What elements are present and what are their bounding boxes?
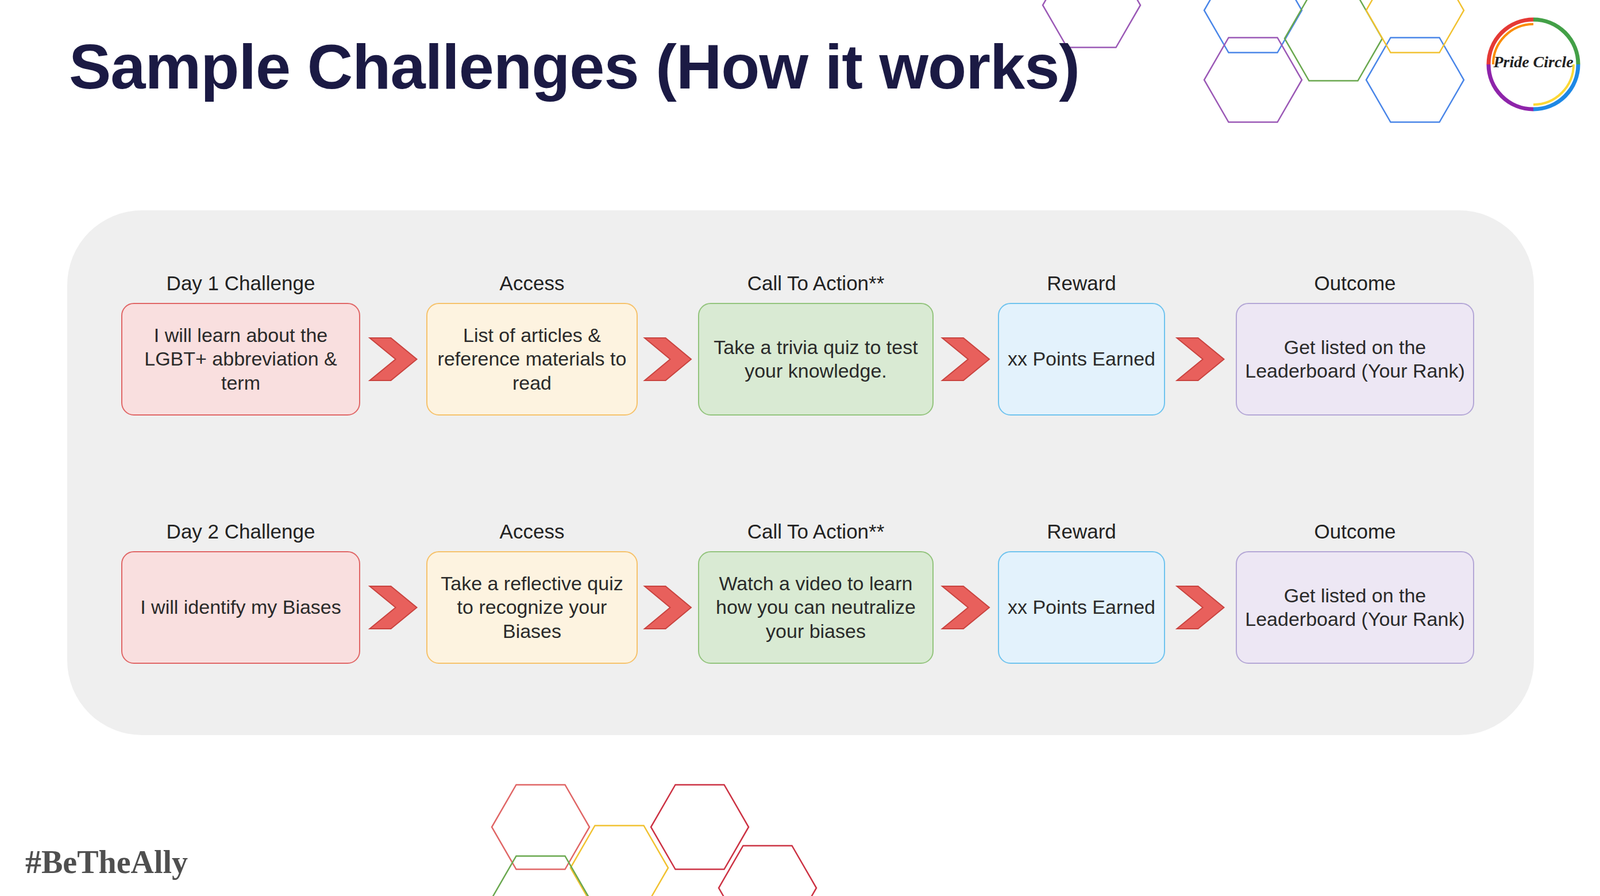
process-box: Call To Action**Take a trivia quiz to te… xyxy=(698,302,934,416)
box-text: Take a trivia quiz to test your knowledg… xyxy=(699,303,933,415)
process-box: OutcomeGet listed on the Leaderboard (Yo… xyxy=(1235,302,1475,416)
box-text-span: xx Points Earned xyxy=(1007,347,1156,371)
process-box: Call To Action**Watch a video to learn h… xyxy=(698,550,934,664)
column-heading: Call To Action** xyxy=(653,271,979,295)
box-text-span: Watch a video to learn how you can neutr… xyxy=(706,571,926,643)
process-box: Day 1 ChallengeI will learn about the LG… xyxy=(121,302,361,416)
hexagon xyxy=(1204,0,1302,53)
column-heading: Day 1 Challenge xyxy=(76,271,406,295)
chevron-arrow xyxy=(644,337,692,381)
box-text: List of articles & reference materials t… xyxy=(427,303,637,415)
hexagon xyxy=(491,855,590,896)
hexagon xyxy=(718,845,817,896)
box-text-span: xx Points Earned xyxy=(1007,595,1156,619)
logo-ring xyxy=(1485,16,1582,113)
hexagon xyxy=(1366,0,1464,53)
box-text-span: I will identify my Biases xyxy=(140,595,342,619)
chevron-shape xyxy=(644,337,692,381)
box-text: I will learn about the LGBT+ abbreviatio… xyxy=(122,303,360,415)
box-text-span: Take a trivia quiz to test your knowledg… xyxy=(706,335,926,384)
chevron-arrow xyxy=(942,585,990,629)
hashtag: #BeTheAlly xyxy=(25,843,188,881)
column-heading: Day 2 Challenge xyxy=(76,519,406,543)
box-text: Watch a video to learn how you can neutr… xyxy=(699,552,933,663)
box-text: xx Points Earned xyxy=(999,303,1164,415)
box-text: xx Points Earned xyxy=(999,552,1164,663)
chevron-arrow xyxy=(644,585,692,629)
chevron-shape xyxy=(942,585,990,629)
column-heading: Access xyxy=(381,519,683,543)
process-box: OutcomeGet listed on the Leaderboard (Yo… xyxy=(1235,550,1475,664)
box-text-span: List of articles & reference materials t… xyxy=(434,323,630,395)
chevron-arrow xyxy=(1177,337,1225,381)
column-heading: Access xyxy=(381,271,683,295)
box-text-span: I will learn about the LGBT+ abbreviatio… xyxy=(129,323,353,395)
box-text-span: Get listed on the Leaderboard (Your Rank… xyxy=(1243,583,1467,632)
hexagon xyxy=(650,784,749,869)
chevron-arrow xyxy=(369,585,418,629)
process-box: AccessTake a reflective quiz to recogniz… xyxy=(426,550,638,664)
column-heading: Call To Action** xyxy=(653,519,979,543)
column-heading: Reward xyxy=(953,519,1210,543)
logo-text: Pride Circle xyxy=(1487,52,1580,72)
chevron-shape xyxy=(644,585,692,629)
chevron-shape xyxy=(942,337,990,381)
hexagon xyxy=(1204,37,1302,122)
box-text: I will identify my Biases xyxy=(122,552,360,663)
chevron-arrow xyxy=(1177,585,1225,629)
process-box: Day 2 ChallengeI will identify my Biases xyxy=(121,550,361,664)
box-text: Take a reflective quiz to recognize your… xyxy=(427,552,637,663)
process-box: AccessList of articles & reference mater… xyxy=(426,302,638,416)
column-heading: Outcome xyxy=(1190,519,1519,543)
process-box: Rewardxx Points Earned xyxy=(997,550,1166,664)
box-text-span: Get listed on the Leaderboard (Your Rank… xyxy=(1243,335,1467,384)
chevron-shape xyxy=(369,337,418,381)
hexagon xyxy=(1366,37,1464,122)
box-text-span: Take a reflective quiz to recognize your… xyxy=(434,571,630,643)
box-text: Get listed on the Leaderboard (Your Rank… xyxy=(1236,552,1474,663)
chevron-shape xyxy=(1177,337,1225,381)
chevron-shape xyxy=(1177,585,1225,629)
chevron-arrow xyxy=(369,337,418,381)
process-box: Rewardxx Points Earned xyxy=(997,302,1166,416)
title: Sample Challenges (How it works) xyxy=(68,29,1080,103)
chevron-shape xyxy=(369,585,418,629)
column-heading: Reward xyxy=(953,271,1210,295)
hexagon xyxy=(570,824,669,896)
box-text: Get listed on the Leaderboard (Your Rank… xyxy=(1236,303,1474,415)
column-heading: Outcome xyxy=(1190,271,1519,295)
chevron-arrow xyxy=(942,337,990,381)
